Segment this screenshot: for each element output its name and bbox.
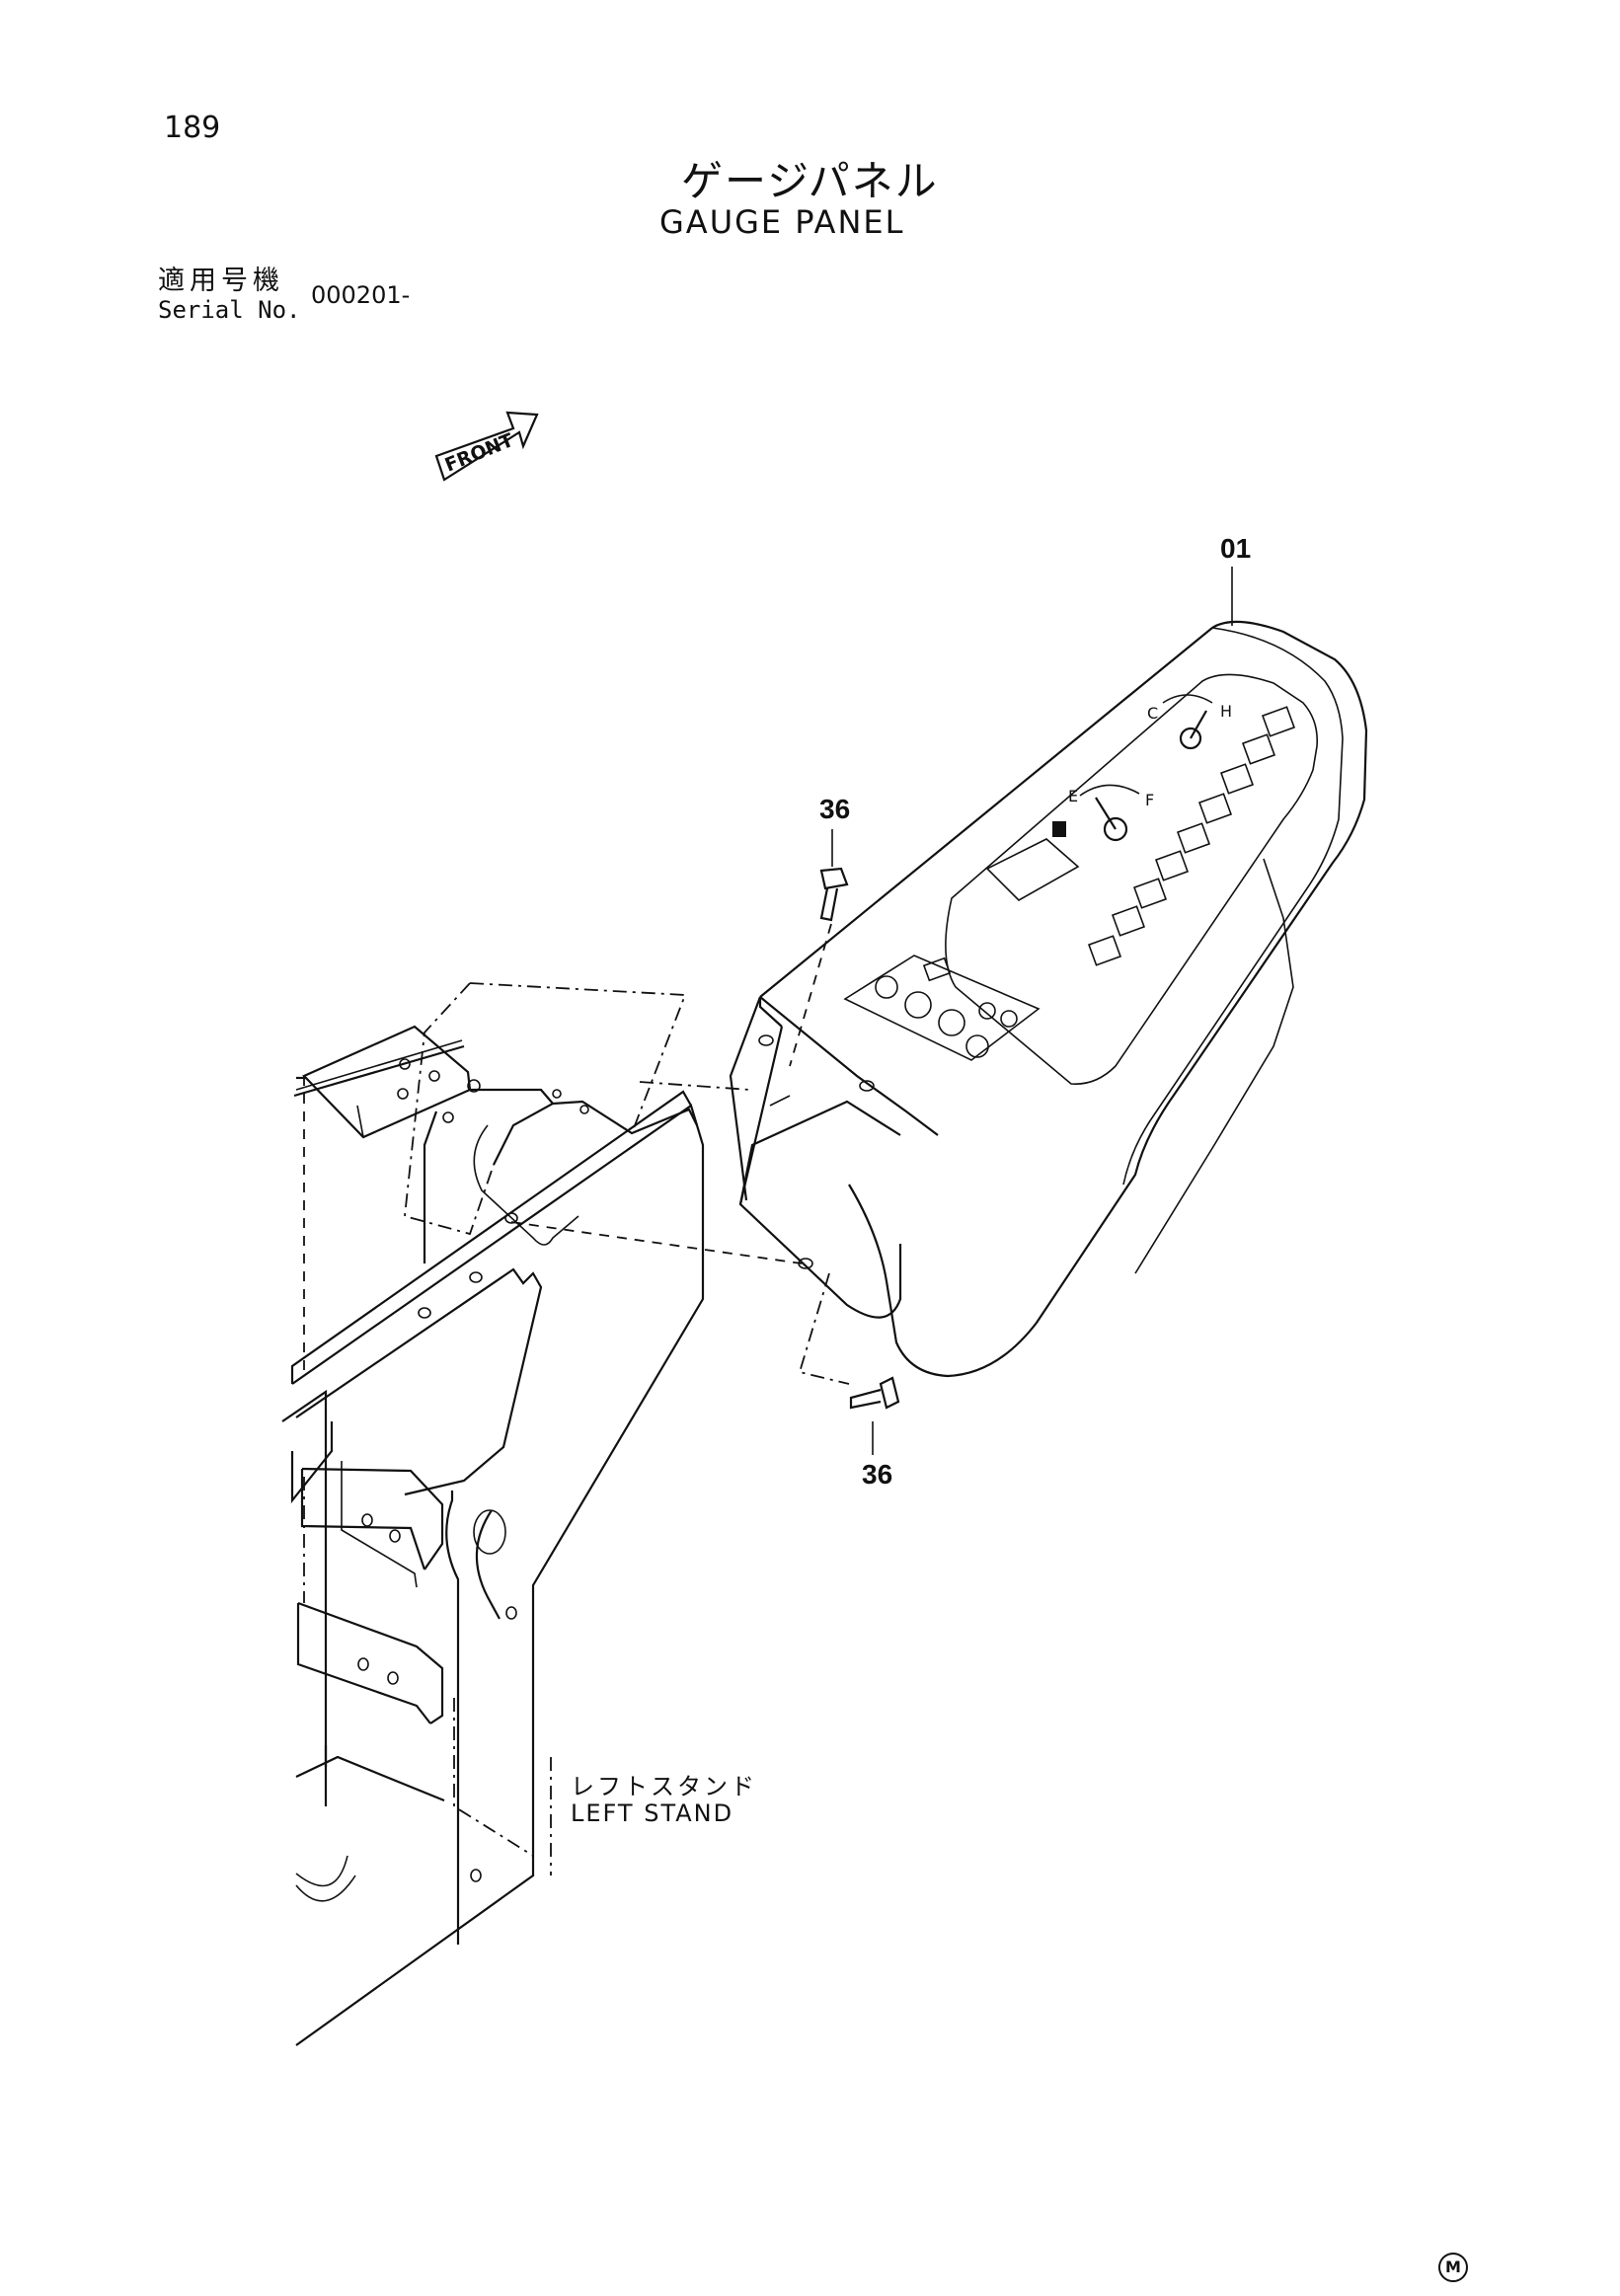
page-number: 189 xyxy=(164,111,221,145)
callout-bolt-bottom: 36 xyxy=(862,1459,893,1490)
serial-number-value: 000201- xyxy=(311,281,411,309)
left-stand-frame xyxy=(281,1025,705,2046)
callout-gauge-panel: 01 xyxy=(1220,533,1252,564)
phantom-lines xyxy=(303,923,850,1875)
serial-label-japanese: 適用号機 xyxy=(158,266,284,296)
callout-bolt-top: 36 xyxy=(819,794,851,824)
gauge-panel-assembly: C H E F xyxy=(729,620,1368,1378)
front-direction-arrow: FRONT xyxy=(434,411,539,482)
temp-gauge-h-label: H xyxy=(1220,702,1232,721)
front-arrow-label: FRONT xyxy=(442,429,517,477)
bolt-bottom xyxy=(849,1376,900,1410)
bolt-top xyxy=(819,867,849,922)
temp-gauge-c-label: C xyxy=(1147,704,1158,723)
left-stand-label-japanese: レフトスタンド xyxy=(571,1773,757,1800)
page-title-japanese: ゲージパネル xyxy=(681,157,939,205)
fuel-gauge-f-label: F xyxy=(1145,791,1154,809)
indicator-lamp-column xyxy=(1087,706,1296,966)
switch-panel xyxy=(843,955,1041,1061)
corner-m-mark: M xyxy=(1438,2253,1468,2282)
serial-label-english: Serial No. xyxy=(158,296,301,324)
page-title-english: GAUGE PANEL xyxy=(659,203,905,241)
left-stand-label-english: LEFT STAND xyxy=(571,1799,734,1827)
fuel-gauge-e-label: E xyxy=(1068,787,1078,805)
